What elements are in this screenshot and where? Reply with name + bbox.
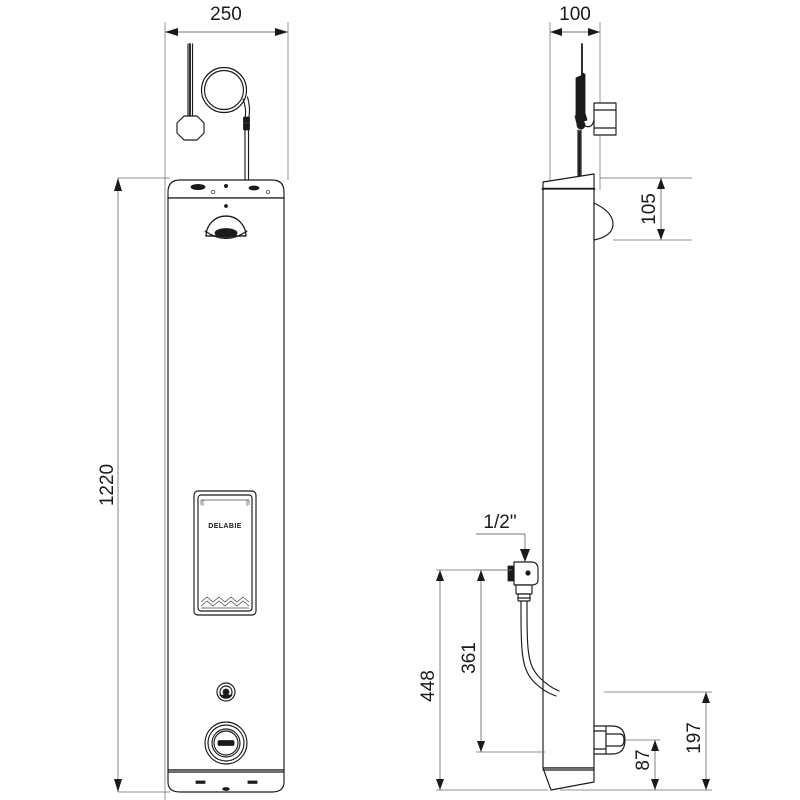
dimension-text-spout-height: 105 — [639, 193, 660, 225]
brand-label: DELABIE — [208, 523, 242, 530]
thread-size-leader — [476, 533, 530, 562]
bottom-cap-slot-left — [195, 780, 206, 784]
dimension-front-width — [165, 28, 288, 36]
side-elevation-view — [541, 22, 712, 791]
dimension-outlet-high — [560, 691, 712, 791]
panel-body-side — [542, 188, 595, 769]
dimension-text-thread-size: 1/2" — [483, 512, 516, 533]
top-cap-hole-center — [223, 183, 228, 188]
push-button-front — [204, 721, 248, 765]
bottom-cap-slot-right — [247, 780, 258, 784]
bottom-cap-hole-center — [222, 787, 230, 791]
panel-bottom-cap — [167, 769, 285, 793]
control-panel-front: DELABIE — [193, 490, 257, 616]
panel-top-bevel-side — [542, 173, 595, 191]
front-elevation-view: DELABIE — [114, 22, 289, 800]
dimension-text-outlet-high: 197 — [684, 722, 705, 754]
dimension-side-width — [550, 28, 600, 36]
dimension-text-outlet-low: 87 — [633, 749, 654, 770]
dimension-text-front-width: 250 — [210, 4, 242, 25]
panel-body-front — [167, 197, 285, 771]
supply-elbow-connector — [507, 561, 539, 602]
dimension-text-side-width: 100 — [559, 4, 591, 25]
panel-bottom-bevel-side — [542, 767, 595, 791]
supply-detail-view — [436, 533, 560, 791]
bottom-outlet-fitting — [593, 725, 626, 755]
flexible-supply-hose — [520, 599, 560, 697]
dimension-spout-height — [600, 177, 692, 241]
shower-head-assembly-side — [574, 43, 617, 187]
sensor-fitting-front — [216, 682, 236, 702]
dimension-front-height — [114, 177, 170, 793]
top-cap-slot-right — [248, 185, 260, 191]
shower-outlet-front — [204, 204, 248, 240]
top-cap-slot-left — [190, 183, 206, 190]
dimension-outlet-low — [625, 739, 660, 790]
dimension-supply-total — [436, 569, 548, 791]
dimension-supply-inlet — [476, 569, 545, 753]
dimension-text-supply-inlet: 361 — [459, 642, 480, 674]
dimension-text-front-height: 1220 — [97, 464, 118, 506]
shower-head-assembly-front — [176, 43, 251, 181]
panel-top-cap — [167, 179, 285, 201]
shower-outlet-side — [593, 202, 614, 241]
dimension-text-supply-total: 448 — [418, 670, 439, 702]
